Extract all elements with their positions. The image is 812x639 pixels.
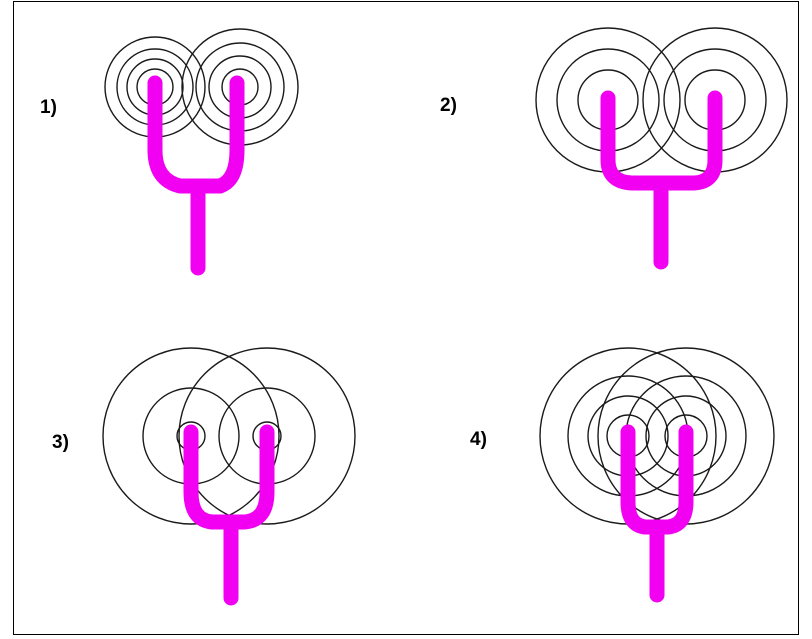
panel-label-1: 1) [40, 97, 57, 118]
panel-3: 3) [52, 347, 356, 606]
tuning-fork-1 [147, 75, 245, 276]
tuning-fork-3 [183, 424, 275, 606]
panel-label-3: 3) [52, 432, 69, 453]
wave-rings-3 [102, 347, 356, 525]
wave-rings-1 [104, 28, 299, 146]
wave-rings-4 [539, 347, 775, 525]
panel-4: 4) [470, 347, 775, 603]
panel-label-2: 2) [440, 95, 457, 116]
tuning-fork-2 [600, 90, 723, 270]
panel-label-4: 4) [470, 429, 487, 450]
panel-2: 2) [440, 27, 788, 270]
wave-rings-2 [535, 27, 788, 173]
panel-1: 1) [40, 28, 299, 276]
tuning-fork-4 [620, 424, 694, 603]
